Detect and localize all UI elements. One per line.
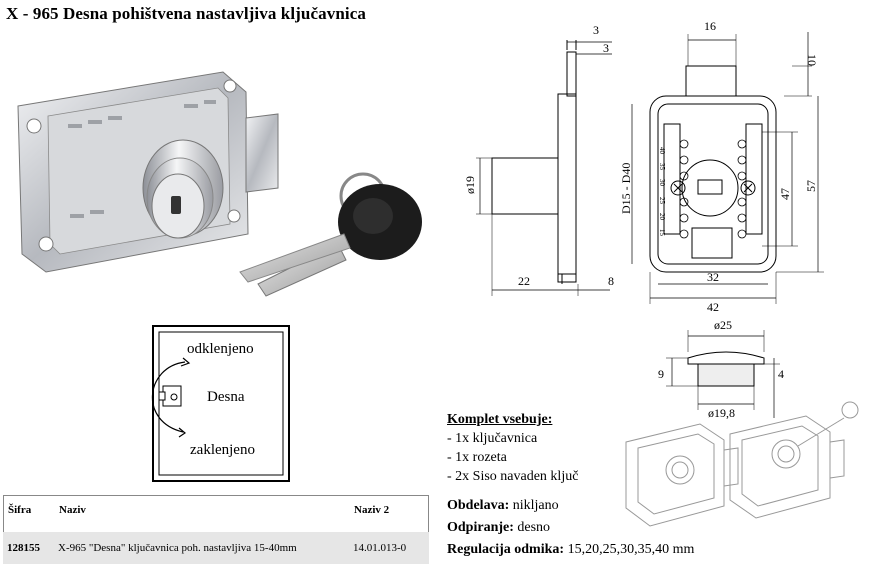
opening-direction-diagram: odklenjeno Desna zaklenjeno (151, 325, 290, 482)
isometric-drawing (625, 401, 859, 527)
label-side: Desna (207, 389, 245, 405)
scale-mark: 15 (658, 229, 666, 237)
row-name2: 14.01.013-0 (353, 542, 407, 554)
scale-mark: 25 (658, 197, 666, 205)
rosette-drawing: ø25 9 4 ø19,8 (658, 318, 784, 420)
dim-9: 9 (658, 367, 664, 381)
product-photo (17, 71, 422, 297)
scale-mark: 40 (658, 147, 666, 155)
table-row: 128155 X-965 "Desna" ključavnica poh. na… (3, 532, 429, 564)
kit-contents-heading: Komplet vsebuje: (447, 412, 553, 427)
row-name: X-965 "Desna" ključavnica poh. nastavlji… (58, 542, 297, 554)
label-locked: zaklenjeno (190, 442, 255, 458)
kit-item: - 2x Siso navaden ključ (447, 469, 579, 484)
dim-57: 57 (804, 180, 818, 192)
dim-32: 32 (707, 270, 719, 284)
dim-19-8: ø19,8 (708, 406, 735, 420)
page-title: X - 965 Desna pohištvena nastavljiva klj… (6, 4, 366, 23)
product-table: Šifra Naziv Naziv 2 128155 X-965 "Desna"… (3, 495, 429, 567)
dim-22: 22 (518, 274, 530, 288)
dim-3b: 3 (603, 41, 609, 55)
front-view-drawing: 16 10 D15 - D40 47 57 32 42 40 35 30 25 … (619, 19, 824, 314)
dim-16: 16 (704, 19, 716, 33)
dim-8: 8 (608, 274, 614, 288)
header-name: Naziv (59, 504, 86, 516)
scale-mark: 30 (658, 179, 666, 187)
scale-mark: 20 (658, 213, 666, 221)
spec-regulation: Regulacija odmika: 15,20,25,30,35,40 mm (447, 542, 695, 557)
header-name2: Naziv 2 (354, 504, 390, 516)
dim-range: D15 - D40 (619, 163, 633, 214)
dim-4: 4 (778, 367, 784, 381)
kit-item: - 1x rozeta (447, 450, 507, 465)
header-code: Šifra (8, 504, 32, 516)
side-view-drawing: 3 3 ø19 22 8 (463, 23, 614, 296)
row-code: 128155 (7, 542, 40, 554)
table-header: Šifra Naziv Naziv 2 (3, 495, 429, 532)
kit-item: - 1x ključavnica (447, 431, 538, 446)
spec-opening: Odpiranje: desno (447, 520, 551, 535)
spec-finish: Obdelava: nikljano (447, 498, 559, 513)
dim-47: 47 (778, 188, 792, 200)
dim-25: ø25 (714, 318, 732, 332)
kit-contents: Komplet vsebuje: - 1x ključavnica - 1x r… (447, 410, 578, 486)
dim-3a: 3 (593, 23, 599, 37)
dim-19: ø19 (463, 176, 477, 194)
label-unlocked: odklenjeno (187, 341, 254, 357)
dim-10: 10 (805, 54, 819, 66)
scale-mark: 35 (658, 163, 666, 171)
dim-42: 42 (707, 300, 719, 314)
